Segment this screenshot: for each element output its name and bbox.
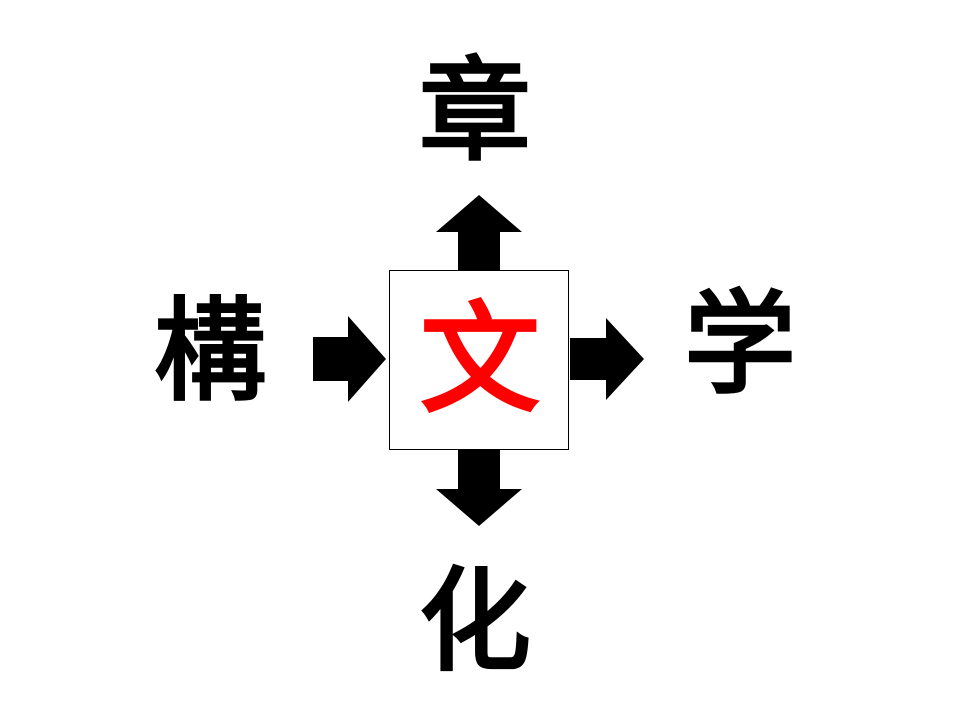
top-kanji: 章 (419, 47, 531, 177)
arrow-down-icon (436, 450, 522, 526)
center-kanji: 文 (420, 291, 540, 430)
center-box: 文 (389, 270, 569, 450)
arrow-left-to-center-icon (313, 316, 386, 402)
arrow-center-to-right-icon (570, 318, 644, 400)
bottom-kanji: 化 (419, 557, 531, 687)
arrow-up-icon (436, 195, 522, 270)
right-kanji: 学 (684, 280, 796, 410)
left-kanji: 構 (154, 287, 266, 417)
